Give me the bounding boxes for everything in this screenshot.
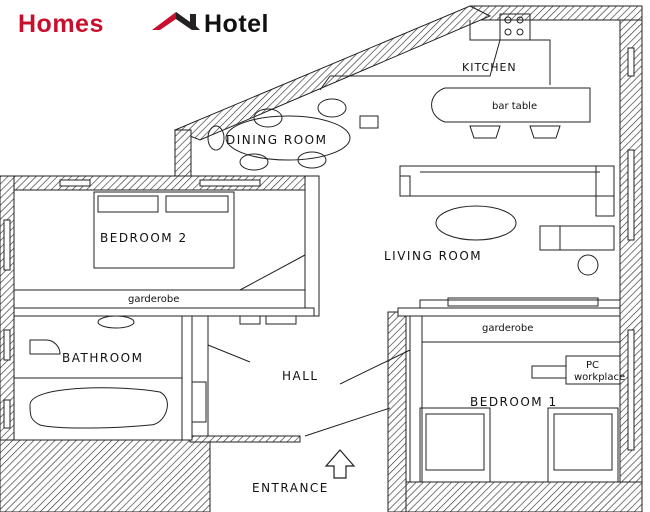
kitchen (319, 13, 591, 139)
living-room-furniture (399, 165, 615, 307)
interior-walls (13, 175, 621, 483)
bedroom-2-bed (93, 191, 306, 291)
windows (3, 47, 635, 451)
dining-table (207, 98, 379, 171)
garderobe-left-label: garderobe (128, 294, 179, 305)
outer-walls (0, 5, 643, 512)
entrance-label: ENTRANCE (252, 481, 329, 495)
bathroom-label: BATHROOM (62, 351, 143, 365)
hall-label: HALL (282, 369, 319, 383)
kitchen-label: KITCHEN (462, 61, 517, 74)
workplace-label: workplace (574, 372, 625, 383)
pc-label: PC (586, 360, 599, 371)
living-room-label: LIVING ROOM (384, 249, 482, 263)
entrance-arrow-icon (324, 449, 356, 479)
bedroom-1-furniture (419, 355, 621, 483)
house-roof-icon (152, 12, 200, 37)
hall-doors (207, 315, 411, 437)
garderobe-right-label: garderobe (482, 323, 533, 334)
bathroom-fixtures (13, 315, 207, 441)
bar-table-label: bar table (492, 101, 537, 112)
bedroom-2-label: BEDROOM 2 (100, 231, 188, 245)
dining-room-label: DINING ROOM (226, 133, 327, 147)
bedroom-1-label: BEDROOM 1 (470, 395, 558, 409)
logo-word-hotel: Hotel (204, 10, 269, 38)
logo-word-homes: Homes (18, 10, 104, 38)
homes-hotel-logo: Homes Hotel (18, 8, 318, 40)
